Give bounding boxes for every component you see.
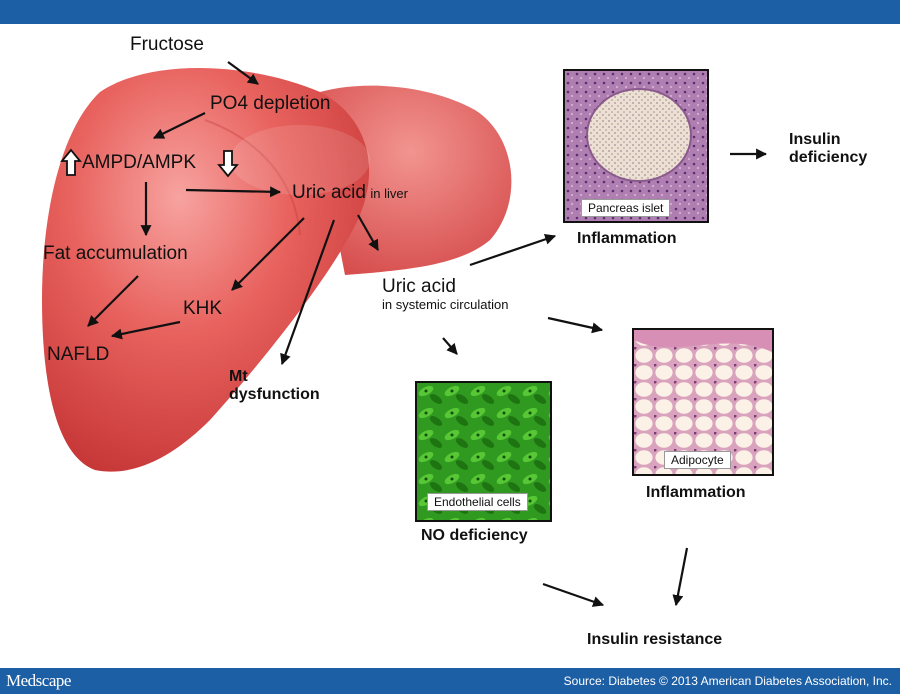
nafld-label: NAFLD xyxy=(47,344,110,365)
mt-dysfunction-label: Mt dysfunction xyxy=(229,368,320,405)
uric-acid-systemic-text: Uric acid xyxy=(382,276,456,297)
uric-acid-systemic-label: Uric acid in systemic circulation xyxy=(382,276,508,313)
no-deficiency-label: NO deficiency xyxy=(421,527,528,544)
down-arrow-icon xyxy=(217,150,239,178)
top-bar xyxy=(0,0,900,24)
khk-label: KHK xyxy=(183,298,223,319)
insulin-deficiency-line2: deficiency xyxy=(789,149,868,167)
adipocyte-texture xyxy=(634,330,772,474)
source-credit: Source: Diabetes © 2013 American Diabete… xyxy=(563,674,892,688)
pancreas-inflammation-label: Inflammation xyxy=(577,230,677,247)
insulin-deficiency-label: Insulin deficiency xyxy=(789,131,867,168)
pancreas-islet-texture xyxy=(565,71,707,221)
fat-accumulation-label: Fat accumulation xyxy=(43,243,188,264)
pancreas-islet-caption: Pancreas islet xyxy=(581,199,671,217)
mt-dysfunction-line2: dysfunction xyxy=(229,386,320,404)
adipocyte-caption: Adipocyte xyxy=(664,451,731,469)
uric-acid-systemic-sub: in systemic circulation xyxy=(382,296,509,312)
pancreas-islet-image: Pancreas islet xyxy=(563,69,709,223)
systemic-pathway-arrows xyxy=(442,148,768,607)
liver-illustration xyxy=(42,67,512,472)
insulin-deficiency-line1: Insulin xyxy=(789,131,841,148)
fructose-label: Fructose xyxy=(130,34,204,55)
liver-pathway-arrows xyxy=(87,61,379,366)
endothelial-cells-image: Endothelial cells xyxy=(415,381,552,522)
endothelial-cells-caption: Endothelial cells xyxy=(427,493,528,511)
ampd-ampk-label: AMPD/AMPK xyxy=(82,152,197,173)
uric-acid-liver-text: Uric acid xyxy=(292,182,366,203)
bottom-bar xyxy=(0,668,900,694)
adipocyte-image: Adipocyte xyxy=(632,328,774,476)
up-arrow-icon xyxy=(60,148,82,176)
insulin-resistance-label: Insulin resistance xyxy=(587,631,723,648)
adipocyte-inflammation-label: Inflammation xyxy=(646,484,746,501)
medscape-logo: Medscape xyxy=(6,671,71,690)
mt-dysfunction-line1: Mt xyxy=(229,368,248,385)
po4-depletion-label: PO4 depletion xyxy=(210,93,331,114)
uric-acid-liver-sub: in liver xyxy=(370,186,408,201)
uric-acid-liver-label: Uric acid in liver xyxy=(292,182,408,204)
